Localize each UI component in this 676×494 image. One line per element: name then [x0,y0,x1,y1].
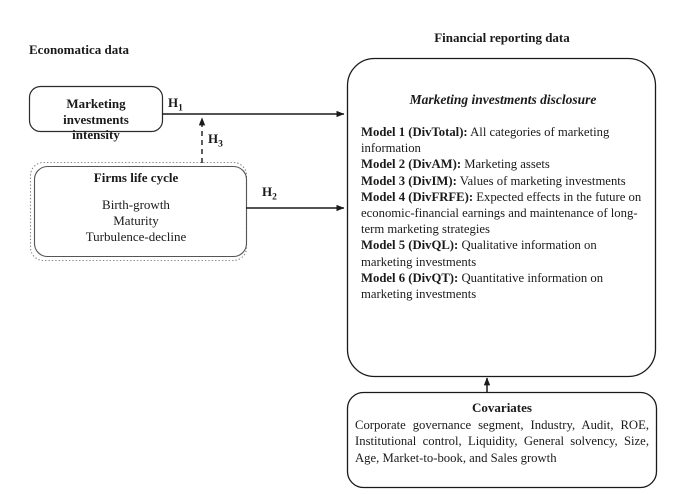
disclosure-model-label: Model 4 (DivFRFE): [361,189,474,204]
disclosure-model-item: Model 5 (DivQL): Qualitative information… [361,237,649,269]
firms-life-cycle-label: Firms life cycle Birth-growth Maturity T… [34,170,238,245]
hypothesis-h1-label: H1 [168,95,183,114]
covariates-title: Covariates [472,400,532,415]
life-cycle-stage-birth-growth: Birth-growth [102,197,170,212]
hypothesis-h3-label: H3 [208,131,223,150]
disclosure-model-label: Model 5 (DivQL): [361,238,459,253]
disclosure-model-description: All categories of marketing information [361,125,610,156]
marketing-intensity-label: Marketing investments intensity [29,88,163,143]
hypothesis-h2-label: H2 [262,184,277,203]
marketing-investments-disclosure-title: Marketing investments disclosure [409,92,597,107]
disclosure-model-description: Expected effects in the future on econom… [361,189,642,237]
covariates-text: Corporate governance segment, Industry, … [355,418,649,465]
marketing-intensity-line-2: investments [63,111,129,127]
disclosure-model-item: Model 4 (DivFRFE): Expected effects in t… [361,189,649,238]
life-cycle-stage-maturity: Maturity [113,213,159,228]
disclosure-model-item: Model 3 (DivIM): Values of marketing inv… [361,173,649,189]
disclosure-model-item: Model 6 (DivQT): Quantitative informatio… [361,270,649,302]
disclosure-model-description: Values of marketing investments [456,173,626,188]
h2-subscript: 2 [272,192,277,203]
h3-base: H [208,131,219,146]
h1-base: H [168,95,179,110]
disclosure-model-label: Model 6 (DivQT): [361,270,459,285]
disclosure-model-description: Marketing assets [461,157,550,172]
economatica-data-heading: Economatica data [29,42,130,57]
life-cycle-stage-turbulence-decline: Turbulence-decline [85,229,187,244]
h1-subscript: 1 [178,103,183,114]
disclosure-model-list: Model 1 (DivTotal): All categories of ma… [361,124,649,302]
disclosure-model-item: Model 1 (DivTotal): All categories of ma… [361,124,649,156]
h2-base: H [262,184,273,199]
disclosure-model-description: Quantitative information on marketing in… [361,270,604,302]
marketing-intensity-line-3: intensity [72,127,120,142]
disclosure-model-label: Model 3 (DivIM): [361,173,457,188]
h3-subscript: 3 [218,139,223,150]
disclosure-model-item: Model 2 (DivAM): Marketing assets [361,156,649,172]
disclosure-model-description: Qualitative information on marketing inv… [361,238,597,269]
disclosure-model-label: Model 2 (DivAM): [361,157,462,172]
marketing-intensity-line-1: Marketing [66,96,126,111]
firms-life-cycle-title: Firms life cycle [93,170,179,185]
financial-reporting-data-heading: Financial reporting data [434,30,570,45]
disclosure-model-label: Model 1 (DivTotal): [361,125,468,139]
